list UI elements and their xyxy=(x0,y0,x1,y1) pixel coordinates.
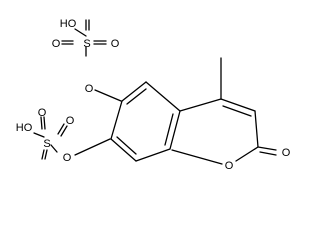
label-o-top-b: O xyxy=(111,38,120,50)
label-o-left-a: O xyxy=(38,107,47,119)
label-o-link-7: O xyxy=(63,152,72,164)
sulfate-group-top xyxy=(61,19,107,57)
label-o-carbonyl: O xyxy=(282,147,291,159)
sulfate-group-left xyxy=(33,116,68,160)
bond-o6-c6 xyxy=(94,89,122,102)
bond-o7-c7 xyxy=(74,138,111,156)
label-o-left-b: O xyxy=(66,115,75,127)
label-o-ring: O xyxy=(225,160,234,172)
chemical-structure-diagram: HO S O O O HO S O O O O O xyxy=(16,18,291,172)
carbonyl-bond-a xyxy=(257,146,277,151)
label-oh-left: HO xyxy=(16,122,33,134)
pyranone-ring xyxy=(171,98,259,165)
benzene-ring xyxy=(110,81,181,162)
carbonyl-bond-b xyxy=(259,151,277,156)
label-o-link-6: O xyxy=(85,83,94,95)
label-o-top-a: O xyxy=(52,38,61,50)
label-oh-top: HO xyxy=(60,18,77,30)
label-s-top: S xyxy=(83,38,90,50)
label-s-left: S xyxy=(43,138,50,150)
